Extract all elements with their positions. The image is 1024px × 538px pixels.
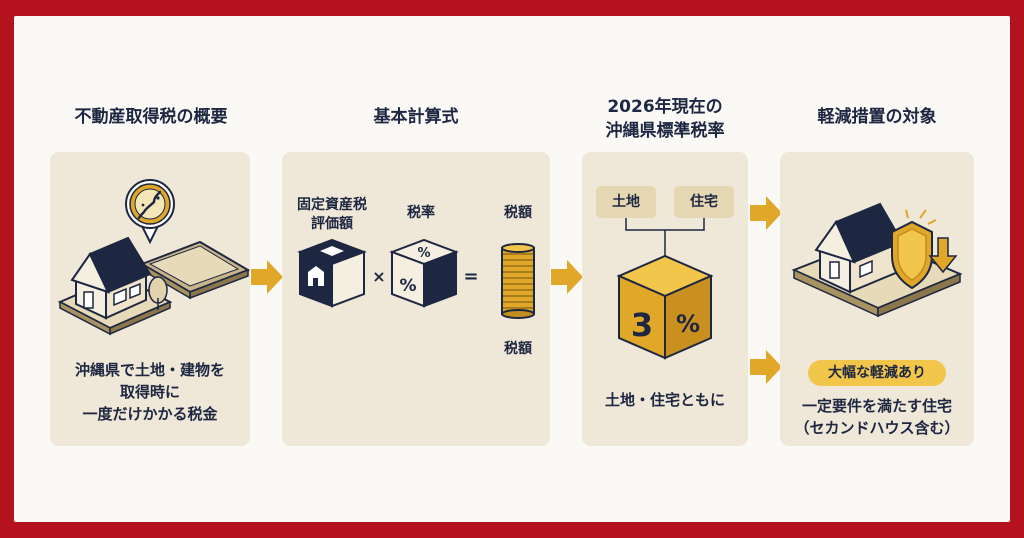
diagram-panel: 不動産取得税の概要 bbox=[14, 16, 1010, 522]
overview-line-2: 取得時に bbox=[119, 383, 180, 401]
section-3-title-line-1: 2026年現在の bbox=[607, 97, 723, 117]
assessed-value-label-line-1: 固定資産税 bbox=[297, 197, 367, 213]
tag-connector bbox=[625, 218, 705, 256]
section-2-card: 固定資産税 評価額 税率 税額 税額 × % % = bbox=[282, 152, 550, 446]
arrow-3-to-4-bottom bbox=[750, 350, 782, 384]
overview-line-3: 一度だけかかる税金 bbox=[82, 405, 218, 423]
section-1-card: 沖縄県で土地・建物を 取得時に 一度だけかかる税金 bbox=[50, 152, 251, 446]
percent-cube-top-symbol: % bbox=[417, 246, 430, 261]
relief-line-1: 一定要件を満たす住宅 bbox=[801, 397, 952, 415]
house-icon bbox=[70, 236, 152, 320]
overview-line-1: 沖縄県で土地・建物を bbox=[74, 361, 225, 379]
section-1-title: 不動産取得税の概要 bbox=[74, 107, 228, 127]
section-4-title: 軽減措置の対象 bbox=[817, 107, 937, 127]
tax-rate-label: 税率 bbox=[407, 205, 435, 221]
times-operator: × bbox=[372, 267, 386, 286]
rate-cube-icon: 3 % bbox=[616, 254, 714, 360]
section-2-title: 基本計算式 bbox=[373, 107, 459, 127]
arrow-3-to-4-top bbox=[750, 196, 782, 230]
percent-cube-icon: % % bbox=[389, 238, 459, 308]
assessed-value-label-line-2: 評価額 bbox=[311, 216, 353, 232]
section-4-card: 大幅な軽減あり 一定要件を満たす住宅 （セカンドハウス含む） bbox=[780, 152, 974, 446]
land-plot-icon bbox=[139, 240, 251, 300]
house-cube-icon bbox=[297, 238, 367, 308]
overview-illustration bbox=[57, 179, 251, 336]
rate-percent-symbol: % bbox=[676, 310, 700, 338]
shield-icon bbox=[891, 209, 937, 290]
rate-number: 3 bbox=[631, 306, 653, 344]
percent-cube-side-symbol: % bbox=[399, 276, 416, 296]
relief-highlight-pill: 大幅な軽減あり bbox=[808, 360, 946, 386]
tax-amount-label-top: 税額 bbox=[504, 205, 532, 221]
okinawa-map-pin-icon bbox=[125, 179, 175, 245]
housing-tag: 住宅 bbox=[674, 186, 734, 218]
equals-operator: = bbox=[463, 266, 479, 287]
land-tag: 土地 bbox=[596, 186, 656, 218]
rate-caption: 土地・住宅ともに bbox=[604, 391, 725, 409]
relief-illustration bbox=[791, 202, 963, 318]
arrow-2-to-3 bbox=[551, 260, 583, 294]
section-3-title-line-2: 沖縄県標準税率 bbox=[605, 121, 725, 141]
tax-amount-label-bottom: 税額 bbox=[504, 341, 532, 357]
tree-icon bbox=[148, 276, 168, 310]
coin-stack-icon bbox=[501, 243, 535, 319]
relief-line-2: （セカンドハウス含む） bbox=[794, 419, 960, 437]
arrow-1-to-2 bbox=[251, 260, 283, 294]
section-3-card: 土地 住宅 3 % 土地・住宅ともに bbox=[582, 152, 748, 446]
down-arrow-icon bbox=[928, 237, 958, 274]
